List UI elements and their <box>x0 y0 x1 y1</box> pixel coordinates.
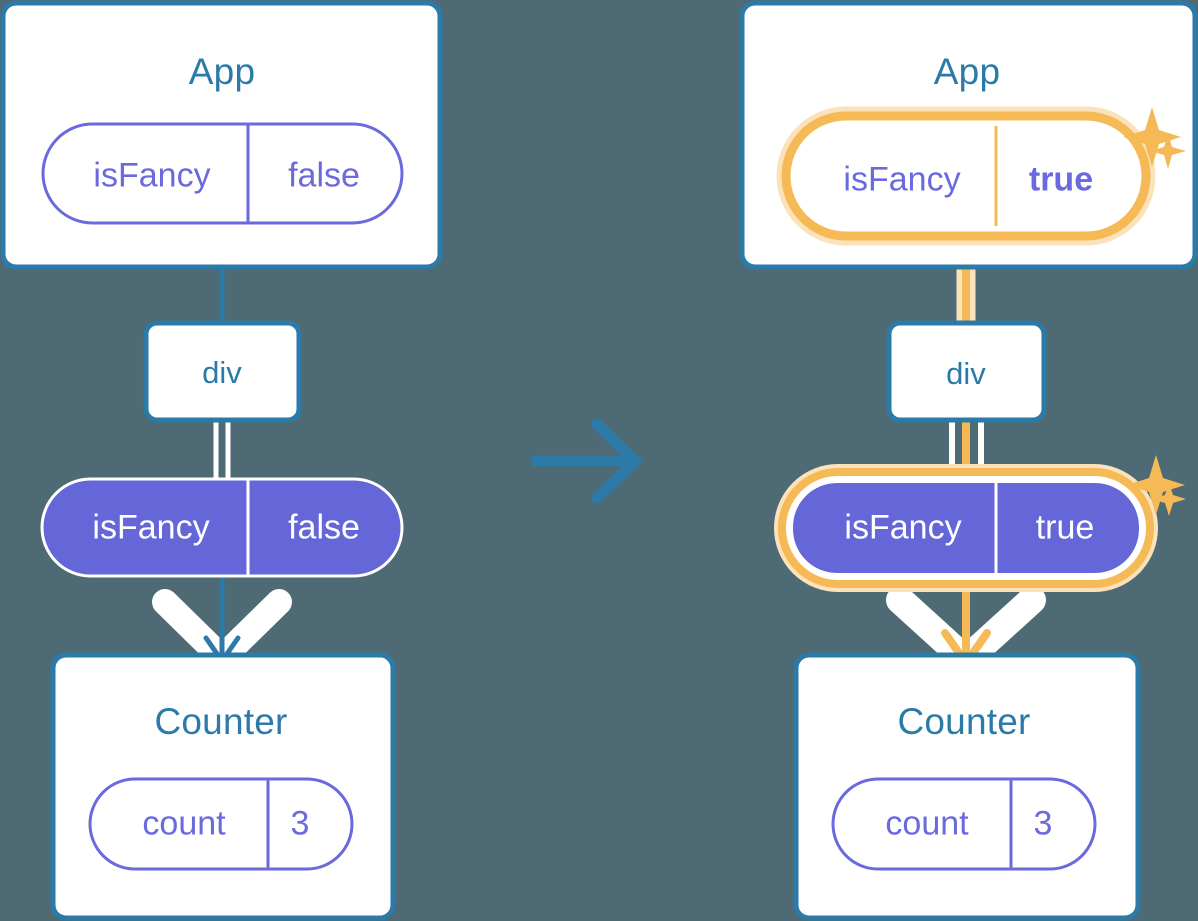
state-pill-app-left[interactable] <box>41 122 404 225</box>
sparkle-small-top <box>1150 133 1186 169</box>
state-pill-counter-right[interactable] <box>831 777 1097 871</box>
sparkle-small-mid <box>1152 482 1186 516</box>
state-pill-counter-left[interactable] <box>88 777 354 871</box>
div-box-right[interactable] <box>886 320 1047 423</box>
sparkle-large-mid <box>1127 455 1185 515</box>
panel-before <box>0 0 443 921</box>
highlight-ring-app-right <box>781 111 1151 241</box>
transition-arrow <box>530 418 643 504</box>
div-box-left[interactable] <box>143 320 302 423</box>
state-pill-app-right[interactable] <box>776 106 1156 246</box>
panel-after <box>739 0 1198 921</box>
props-pill-right[interactable] <box>774 464 1158 592</box>
sparkle-large-top <box>1123 107 1181 167</box>
props-pill-left[interactable] <box>40 477 404 578</box>
